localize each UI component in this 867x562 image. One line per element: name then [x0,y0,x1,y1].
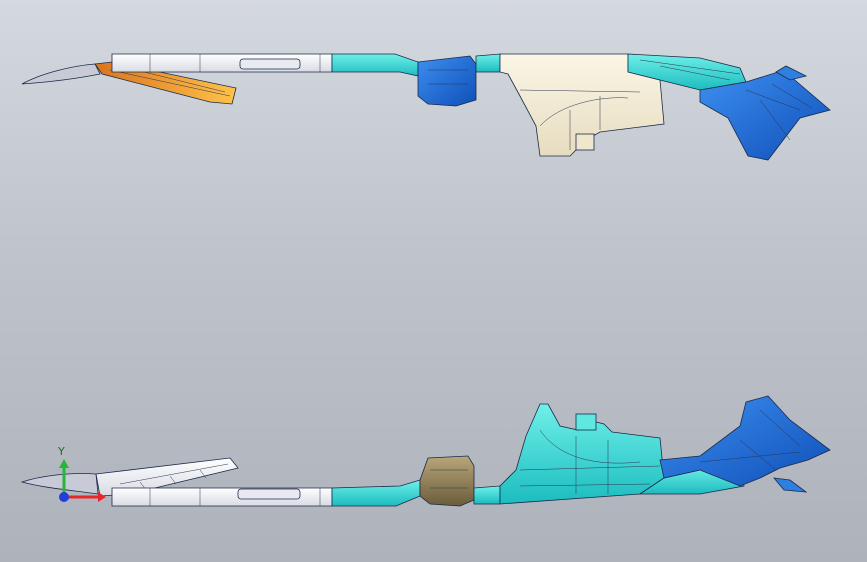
axis-triad: Y [57,445,106,502]
bottom-olive-clip[interactable] [419,455,475,507]
y-axis-arrow [59,459,69,468]
top-blue-clip[interactable] [417,55,477,107]
top-rail-slot [239,58,301,70]
bottom-assembly[interactable] [20,395,831,507]
bottom-white-bracket[interactable] [95,457,239,497]
top-cream-tab [575,133,595,151]
top-end-prong [775,65,808,81]
bottom-rail-slot [237,488,301,500]
top-cyan-transition[interactable] [331,53,419,77]
top-cyan-link[interactable] [475,53,501,73]
bottom-cyan-transition[interactable] [331,479,421,507]
z-axis-dot [59,492,69,502]
y-axis-label: Y [57,445,65,458]
bottom-cyan-tab [575,413,597,431]
bottom-cyan-link[interactable] [473,485,501,505]
top-assembly[interactable] [21,53,831,161]
x-axis-arrow [98,492,106,502]
top-blue-end-flare[interactable] [699,71,831,161]
bottom-blue-end-flare[interactable] [659,395,831,487]
bottom-end-prong [773,477,808,493]
bottom-left-tip[interactable] [20,473,99,495]
top-left-tip[interactable] [21,63,101,85]
